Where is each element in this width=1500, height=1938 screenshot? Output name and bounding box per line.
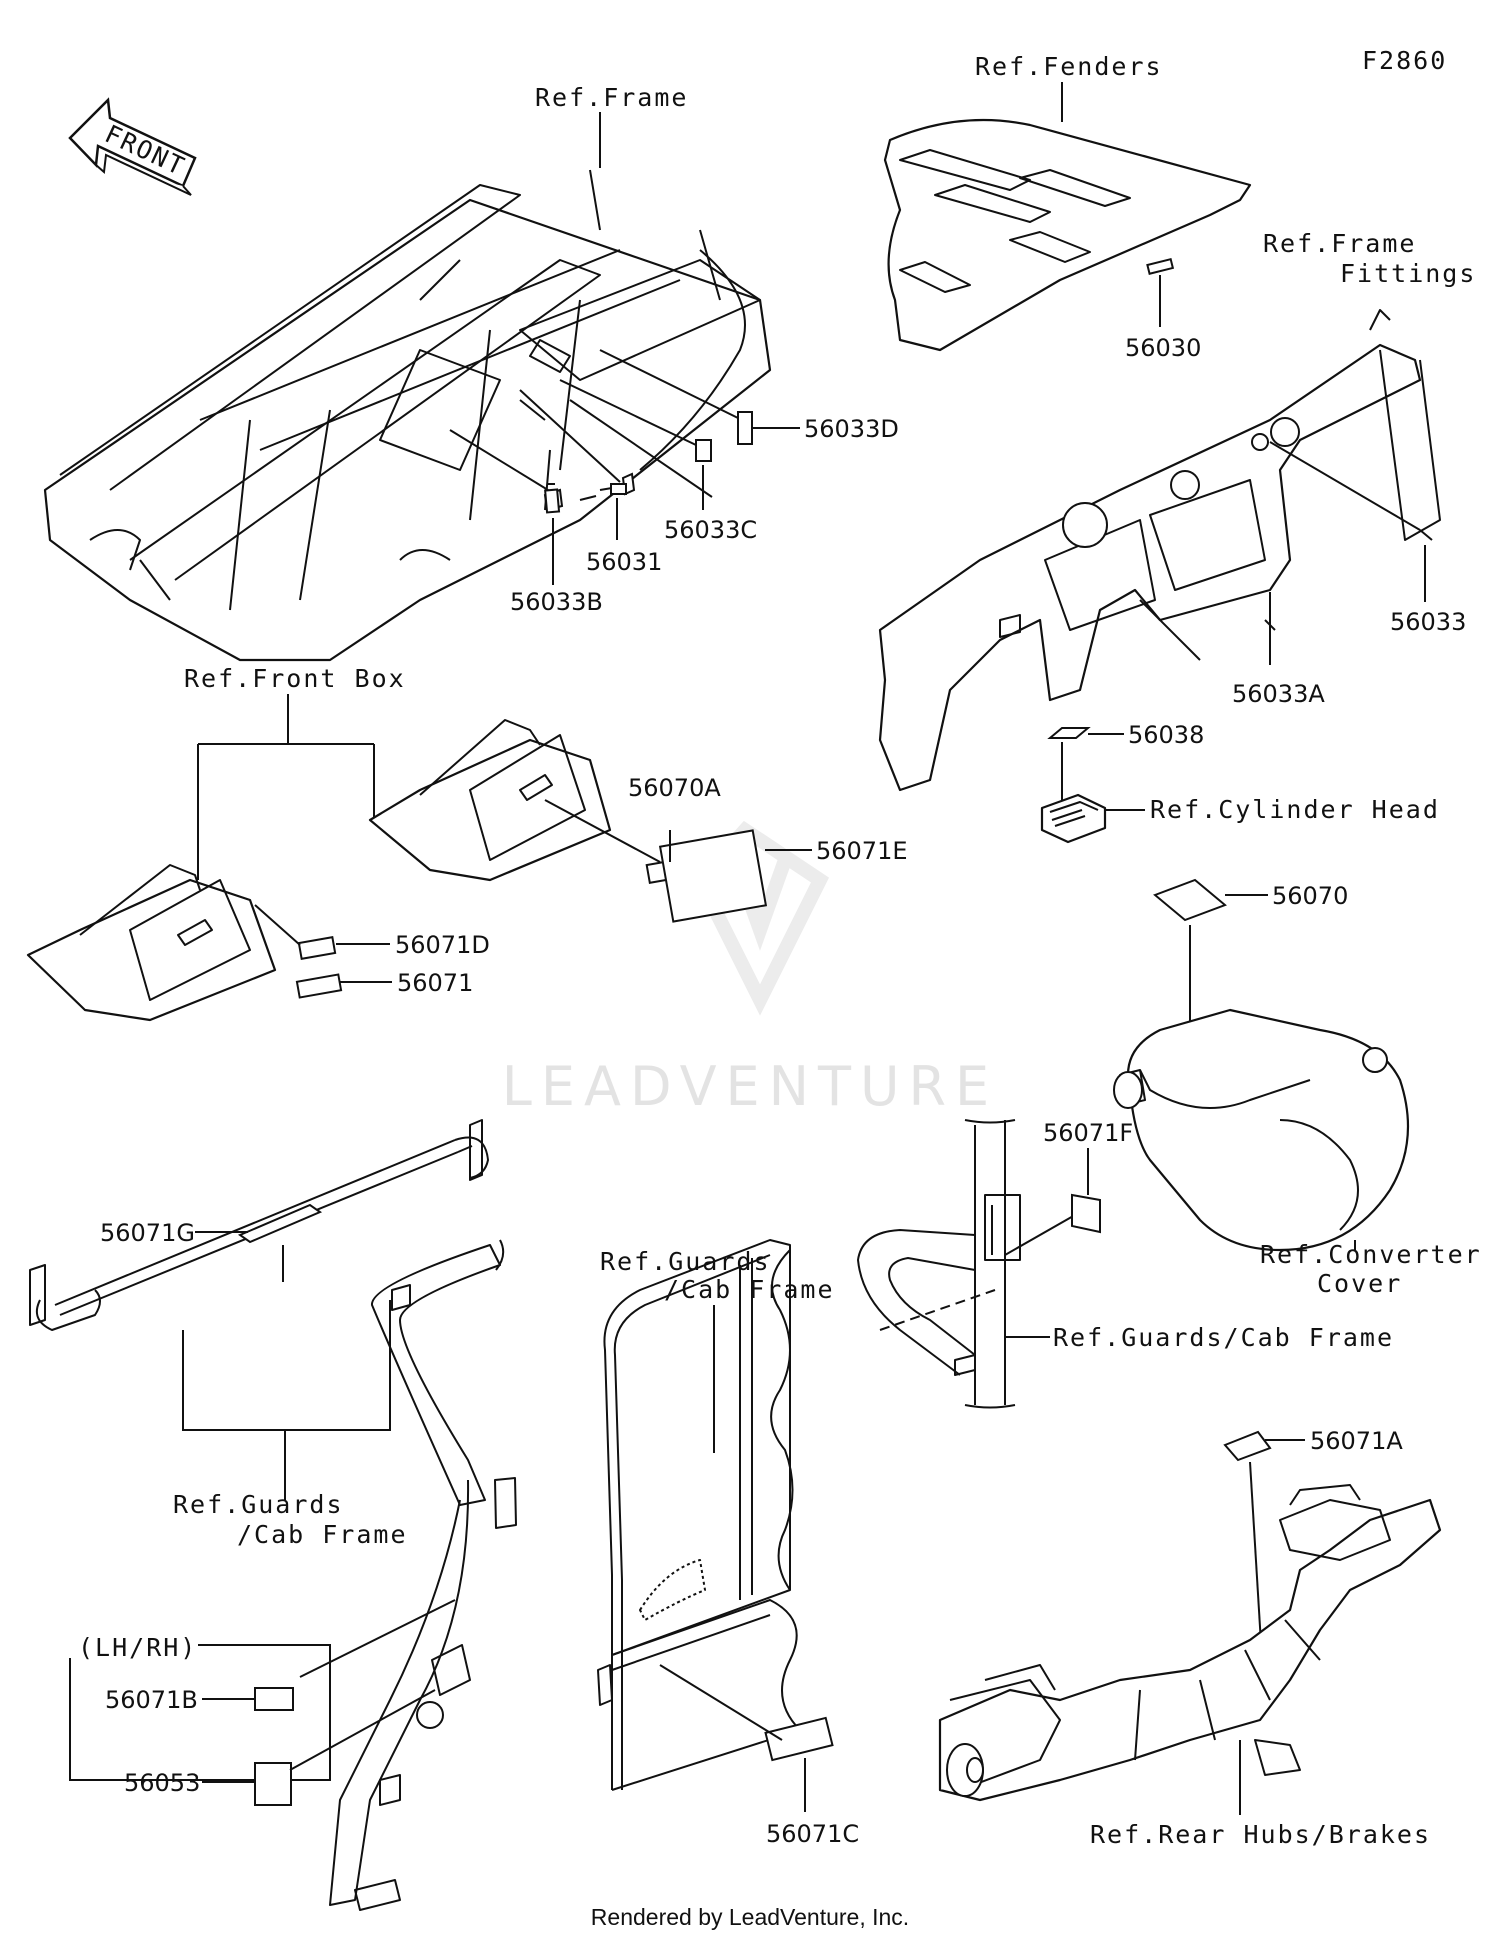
converter-cover-drawing: 56070 Ref.Converter Cover xyxy=(1113,878,1482,1298)
cab-door-drawing: Ref.Guards /Cab Frame 56071C xyxy=(597,1239,859,1848)
part-56038[interactable]: 56038 xyxy=(1128,721,1204,749)
part-56053[interactable]: 56053 xyxy=(124,1769,200,1797)
part-56031[interactable]: 56031 xyxy=(586,548,662,576)
ref-guards-left-2: /Cab Frame xyxy=(237,1520,408,1549)
front-arrow-icon: FRONT xyxy=(68,97,197,196)
credit: Rendered by LeadVenture, Inc. xyxy=(591,1904,909,1930)
part-56071[interactable]: 56071 xyxy=(397,969,473,997)
frame-fittings-drawing: Ref.Frame Fittings 56033 56033A xyxy=(878,229,1476,792)
ref-guards-center-2: /Cab Frame xyxy=(664,1275,835,1304)
ref-front-box: Ref.Front Box xyxy=(184,664,406,693)
decal-56033C xyxy=(695,439,712,462)
diagram-code: F2860 xyxy=(1362,46,1447,75)
ref-guards-left-1: Ref.Guards xyxy=(173,1490,344,1519)
part-56071B[interactable]: 56071B xyxy=(105,1686,198,1714)
part-56033C[interactable]: 56033C xyxy=(664,516,757,544)
frame-drawing: Ref.Frame xyxy=(43,83,772,662)
rear-hubs-drawing: 56071A Ref.Rear Hubs/Brakes xyxy=(938,1427,1442,1849)
decal-56071C xyxy=(764,1716,834,1762)
ref-converter-cover-2: Cover xyxy=(1317,1269,1402,1298)
decal-56030 xyxy=(1146,258,1175,275)
ref-guards-center-1: Ref.Guards xyxy=(600,1247,771,1276)
part-56033[interactable]: 56033 xyxy=(1390,608,1466,636)
watermark-text: LEADVENTURE xyxy=(502,1055,998,1118)
cab-pillar-drawing xyxy=(329,1239,517,1911)
front-box-drawing: Ref.Front Box 56070A 56071E 56071D 56071 xyxy=(26,664,908,1022)
part-56033A[interactable]: 56033A xyxy=(1232,680,1325,708)
decal-56071F xyxy=(1071,1193,1101,1234)
lh-rh-label: (LH/RH) xyxy=(78,1633,197,1662)
part-56071C[interactable]: 56071C xyxy=(766,1820,859,1848)
ref-frame: Ref.Frame xyxy=(535,83,688,112)
guard-cab-frame-right-drawing: 56071F Ref.Guards/Cab Frame xyxy=(857,1119,1394,1409)
decal-56053 xyxy=(254,1762,292,1806)
ref-converter-cover-1: Ref.Converter xyxy=(1260,1240,1482,1269)
part-56071G[interactable]: 56071G xyxy=(100,1219,195,1247)
part-56033B[interactable]: 56033B xyxy=(510,588,603,616)
lh-rh-group: (LH/RH) 56071B 56053 xyxy=(62,1599,456,1806)
guard-bar-left-drawing: 56071G Ref.Guards /Cab Frame xyxy=(29,1119,489,1549)
ref-cylinder-head: Ref.Cylinder Head xyxy=(1150,795,1440,824)
frame-decals: 56033D 56033C 56031 56033B xyxy=(449,349,899,616)
decal-56071A xyxy=(1223,1430,1272,1462)
decal-56071 xyxy=(295,973,343,999)
decal-56071B xyxy=(254,1687,294,1711)
decal-56071G xyxy=(237,1203,323,1244)
decal-56038 xyxy=(1047,727,1091,739)
ref-frame-fittings-1: Ref.Frame xyxy=(1263,229,1416,258)
decal-56033D xyxy=(737,411,753,445)
ref-frame-fittings-2: Fittings xyxy=(1340,259,1476,288)
part-56070A[interactable]: 56070A xyxy=(628,774,721,802)
part-56070[interactable]: 56070 xyxy=(1272,882,1348,910)
front-arrow-label: FRONT xyxy=(100,119,190,181)
part-56071F[interactable]: 56071F xyxy=(1043,1119,1133,1147)
decal-56031-shape xyxy=(610,483,627,495)
decal-56033B xyxy=(544,488,561,514)
part-56071D[interactable]: 56071D xyxy=(395,931,490,959)
ref-guards-cab-frame-right: Ref.Guards/Cab Frame xyxy=(1053,1323,1394,1352)
ref-fenders: Ref.Fenders xyxy=(975,52,1163,81)
ref-rear-hubs-brakes: Ref.Rear Hubs/Brakes xyxy=(1090,1820,1431,1849)
cylinder-head-drawing: 56038 Ref.Cylinder Head xyxy=(1040,721,1440,844)
decal-56071E xyxy=(658,829,768,923)
part-56030[interactable]: 56030 xyxy=(1125,334,1201,362)
decal-56070 xyxy=(1153,878,1227,922)
part-56033D[interactable]: 56033D xyxy=(804,415,899,443)
decal-56071D xyxy=(297,936,337,960)
fenders-drawing: Ref.Fenders 56030 xyxy=(883,52,1252,362)
part-56071A[interactable]: 56071A xyxy=(1310,1427,1403,1455)
part-56071E[interactable]: 56071E xyxy=(816,837,908,865)
